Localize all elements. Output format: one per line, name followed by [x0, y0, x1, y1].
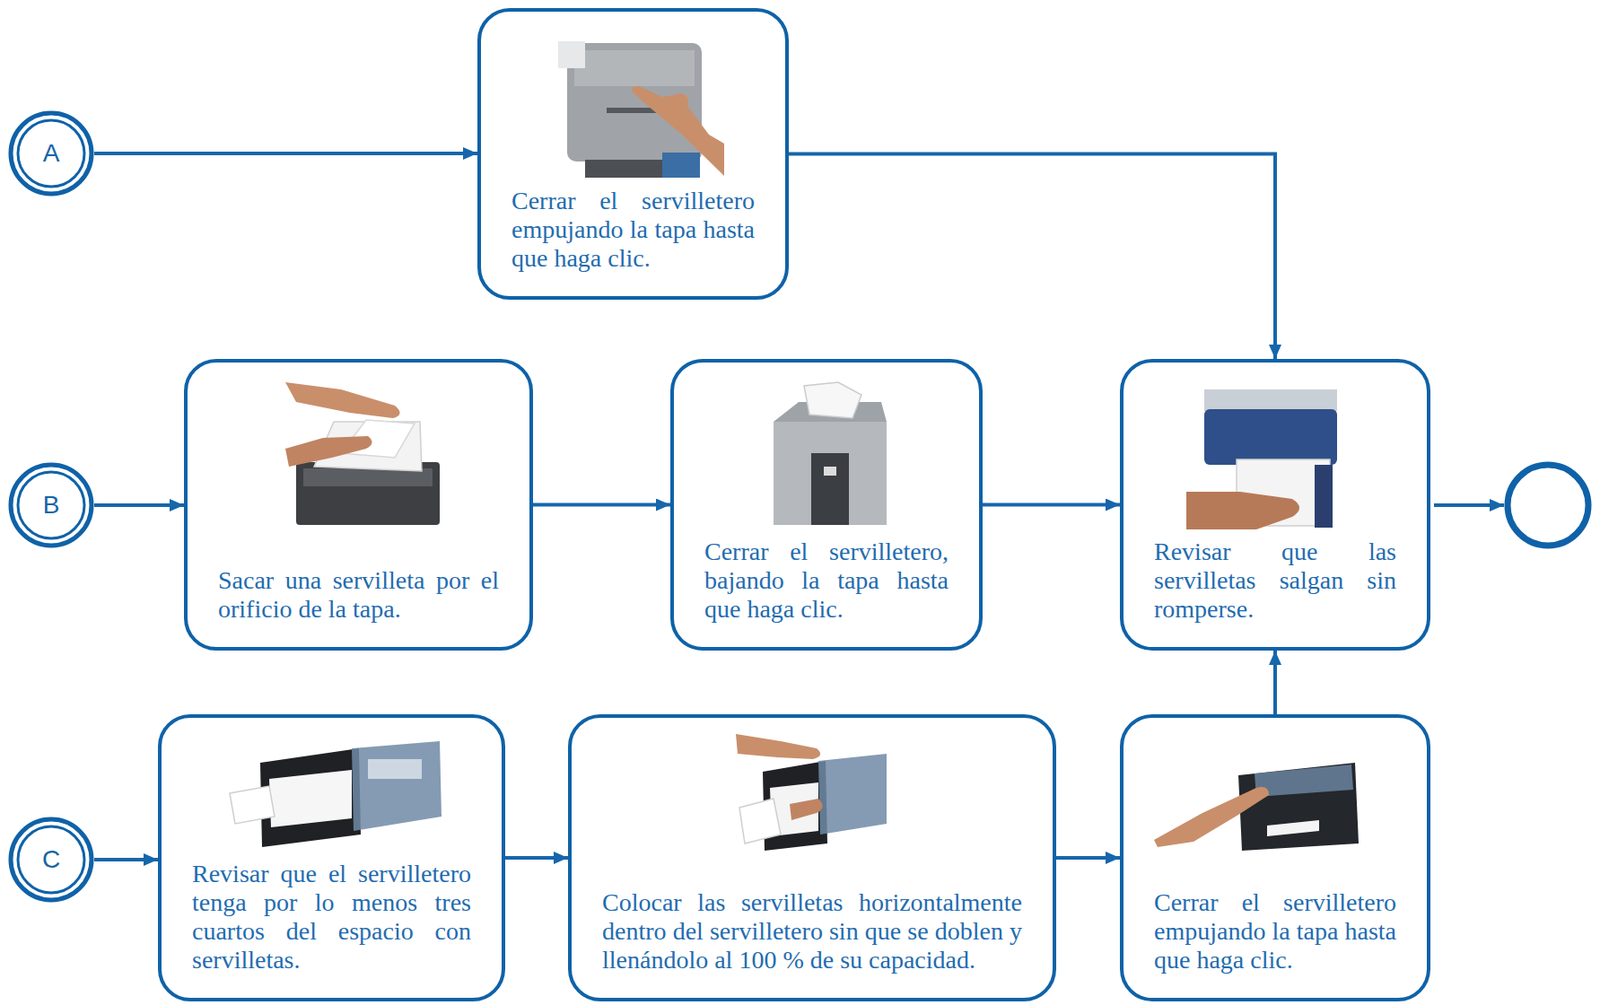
process-box: Sacar una servilleta por el orificio de …	[183, 358, 534, 651]
start-event: A	[8, 110, 95, 197]
flow-arrow	[94, 151, 478, 156]
step-text: Cerrar el servilletero empujando la tapa…	[1154, 888, 1397, 975]
open-dispenser-photo	[229, 741, 442, 848]
event-letter: B	[43, 490, 61, 520]
process-box: Revisar que el servilletero tenga por lo…	[157, 714, 506, 1002]
inner-ring	[17, 472, 85, 539]
end-connector	[1433, 503, 1504, 508]
step-text: Cerrar el servilletero empujando la tapa…	[511, 186, 755, 273]
process-box: Colocar las servilletas horizontalmente …	[568, 714, 1057, 1002]
loading-dispenser-photo	[735, 734, 887, 851]
flow-arrow	[505, 856, 569, 860]
start-event: B	[8, 462, 95, 549]
step-text: Cerrar el servilletero, bajando la tapa …	[704, 537, 949, 624]
event-letter: C	[42, 845, 61, 875]
inner-ring	[17, 826, 85, 893]
cube-dispenser-photo	[773, 382, 887, 525]
dispenser-photo	[558, 41, 725, 178]
outer-ring	[10, 819, 92, 901]
inner-ring	[17, 120, 85, 187]
outer-ring	[10, 464, 92, 546]
flow-arrow	[982, 503, 1120, 508]
flow-arrow	[533, 503, 671, 508]
event-letter: A	[43, 139, 61, 168]
flow-arrow	[788, 154, 1276, 360]
flow-arrow	[94, 503, 184, 508]
flow-arrow	[1273, 650, 1277, 715]
process-box: Revisar que las servilletas salgan sin r…	[1119, 358, 1431, 651]
flow-arrow	[1056, 856, 1120, 860]
closing-dispenser-photo	[1154, 762, 1359, 851]
start-event: C	[8, 816, 95, 903]
blue-dispenser-photo	[1186, 389, 1338, 530]
process-box: Cerrar el servilletero empujando la tapa…	[477, 8, 789, 300]
step-text: Revisar que las servilletas salgan sin r…	[1154, 537, 1397, 624]
end-event	[1507, 464, 1589, 546]
process-box: Cerrar el servilletero empujando la tapa…	[1119, 714, 1431, 1002]
step-text: Colocar las servilletas horizontalmente …	[602, 888, 1023, 975]
napkin-box-photo	[285, 382, 440, 525]
process-box: Cerrar el servilletero, bajando la tapa …	[670, 358, 983, 651]
step-text: Revisar que el servilletero tenga por lo…	[192, 859, 472, 975]
step-text: Sacar una servilleta por el orificio de …	[218, 566, 499, 624]
flow-arrow	[94, 857, 158, 862]
outer-ring	[10, 113, 92, 194]
